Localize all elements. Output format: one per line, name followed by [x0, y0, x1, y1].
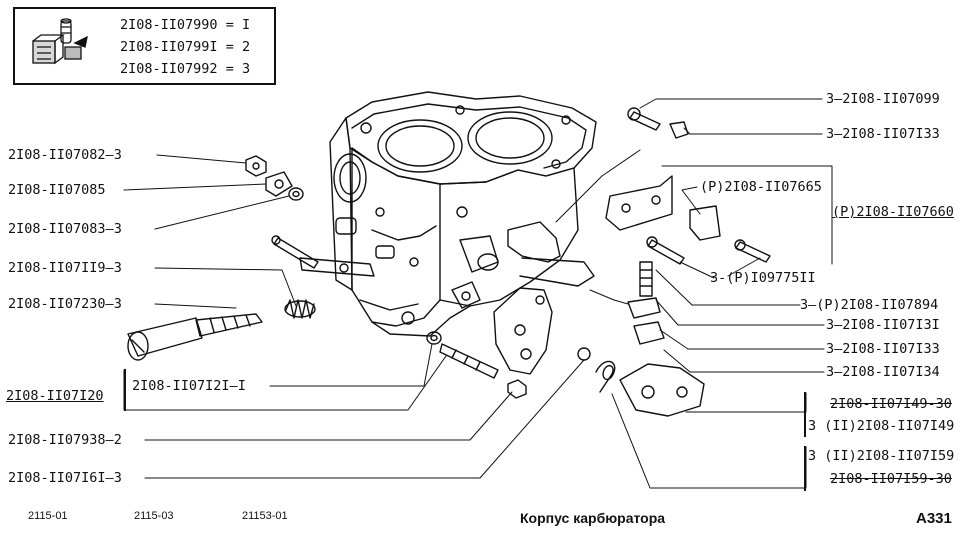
throttle-linkage: [299, 221, 595, 375]
part-number: (P)2I08-II07660: [832, 204, 954, 220]
dash: —: [105, 147, 114, 163]
part-label: 3—2I08-II07I34: [826, 364, 940, 380]
part-label: 2I08-II07083—3: [8, 221, 122, 237]
quantity-legend: 2I08-II07990 = I 2I08-II0799I = 2 2I08-I…: [13, 7, 276, 85]
part-number: 2I08-II07I49-30: [830, 396, 952, 412]
part-number: 3 (II)2I08-II07I49: [808, 418, 955, 434]
part-label: 2I08-II07I49-30: [830, 396, 952, 412]
dash: —: [105, 470, 114, 486]
part-label: 2I08-II07082—3: [8, 147, 122, 163]
legend-qty: 3: [241, 61, 251, 77]
part-label: 3—2I08-II07099: [826, 91, 940, 107]
legend-eq: =: [225, 61, 234, 77]
part-qty: 3: [113, 260, 122, 276]
parts-kit-icon: [32, 18, 88, 65]
bracket-line: [124, 369, 126, 411]
part-label: 2I08-II07I2I—I: [132, 378, 246, 394]
part-qty: 3: [113, 470, 122, 486]
part-number: 3-(P)I09775II: [710, 270, 816, 286]
part-number: 3 (II)2I08-II07I59: [808, 448, 955, 464]
part-label: 2I08-II07I59-30: [830, 471, 952, 487]
bracket-line: [804, 392, 806, 437]
part-label: 3-(P)I09775II: [710, 270, 816, 286]
legend-part: 2I08-II07990: [120, 17, 218, 33]
left-parts: [127, 155, 591, 399]
part-qty: 3: [800, 297, 809, 313]
leader-lines: [123, 98, 833, 489]
part-qty: 3: [113, 147, 122, 163]
model-code: 21153-01: [242, 510, 288, 522]
dash: —: [834, 126, 843, 142]
dash: —: [834, 317, 843, 333]
part-label: 2I08-II07I6I—3: [8, 470, 122, 486]
part-qty: 3: [113, 296, 122, 312]
dash: —: [105, 296, 114, 312]
part-label: 2I08-II07938—2: [8, 432, 122, 448]
dash: —: [105, 260, 114, 276]
model-code: 2115-03: [134, 510, 174, 522]
legend-row: 2I08-II07992 = 3: [120, 61, 250, 77]
part-label: 3—2I08-II07I33: [826, 126, 940, 142]
part-label: 2I08-II07I20: [6, 388, 104, 404]
part-number: 2I08-II07099: [842, 91, 940, 107]
part-number: 2I08-II07I33: [842, 126, 940, 142]
part-qty: 3: [826, 91, 835, 107]
part-label: (P)2I08-II07660: [832, 204, 954, 220]
legend-eq: =: [225, 39, 234, 55]
part-label: 3—(P)2I08-II07894: [800, 297, 938, 313]
page-number: A331: [916, 510, 952, 527]
part-number: 2I08-II07I59-30: [830, 471, 952, 487]
legend-row: 2I08-II0799I = 2: [120, 39, 250, 55]
dash: —: [105, 221, 114, 237]
part-label: 3—2I08-II07I3I: [826, 317, 940, 333]
part-label: 3 (II)2I08-II07I59: [808, 448, 954, 464]
part-number: 2I08-II07I2I: [132, 378, 230, 394]
part-number: 2I08-II07230: [8, 296, 106, 312]
part-label: (P)2I08-II07665: [700, 179, 822, 195]
dash: —: [808, 297, 817, 313]
legend-part: 2I08-II07992: [120, 61, 218, 77]
right-parts: [595, 107, 771, 417]
part-number: 2I08-II07II9: [8, 260, 106, 276]
part-number: (P)2I08-II07665: [700, 179, 822, 195]
part-label: 3 (II)2I08-II07I49: [808, 418, 954, 434]
part-number: (P)2I08-II07894: [816, 297, 939, 313]
dash: —: [834, 364, 843, 380]
dash: —: [229, 378, 238, 394]
part-number: 2I08-II07083: [8, 221, 106, 237]
part-label: 3—2I08-II07I33: [826, 341, 940, 357]
part-label: 2I08-II07230—3: [8, 296, 122, 312]
part-label: 2I08-II07II9—3: [8, 260, 122, 276]
part-label: 2I08-II07085: [8, 182, 106, 198]
part-qty: 3: [826, 341, 835, 357]
legend-qty: 2: [241, 39, 251, 55]
part-number: 2I08-II07938: [8, 432, 106, 448]
part-number: 2I08-II07085: [8, 182, 106, 198]
carburetor-body: [329, 91, 597, 337]
page-title: Корпус карбюратора: [520, 510, 666, 526]
part-qty: 2: [113, 432, 122, 448]
part-number: 2I08-II07I3I: [842, 317, 940, 333]
part-qty: 3: [826, 364, 835, 380]
part-qty: I: [237, 378, 246, 394]
bracket-line: [804, 446, 806, 491]
legend-qty: I: [241, 17, 251, 33]
dash: —: [834, 91, 843, 107]
part-number: 2I08-II07082: [8, 147, 106, 163]
legend-part: 2I08-II0799I: [120, 39, 218, 55]
dash: —: [105, 432, 114, 448]
legend-eq: =: [225, 17, 234, 33]
model-code: 2115-01: [28, 510, 68, 522]
dash: —: [834, 341, 843, 357]
part-number: 2I08-II07I34: [842, 364, 940, 380]
legend-row: 2I08-II07990 = I: [120, 17, 250, 33]
part-qty: 3: [826, 317, 835, 333]
part-qty: 3: [826, 126, 835, 142]
part-number: 2I08-II07I20: [6, 388, 104, 404]
part-qty: 3: [113, 221, 122, 237]
part-number: 2I08-II07I6I: [8, 470, 106, 486]
part-number: 2I08-II07I33: [842, 341, 940, 357]
